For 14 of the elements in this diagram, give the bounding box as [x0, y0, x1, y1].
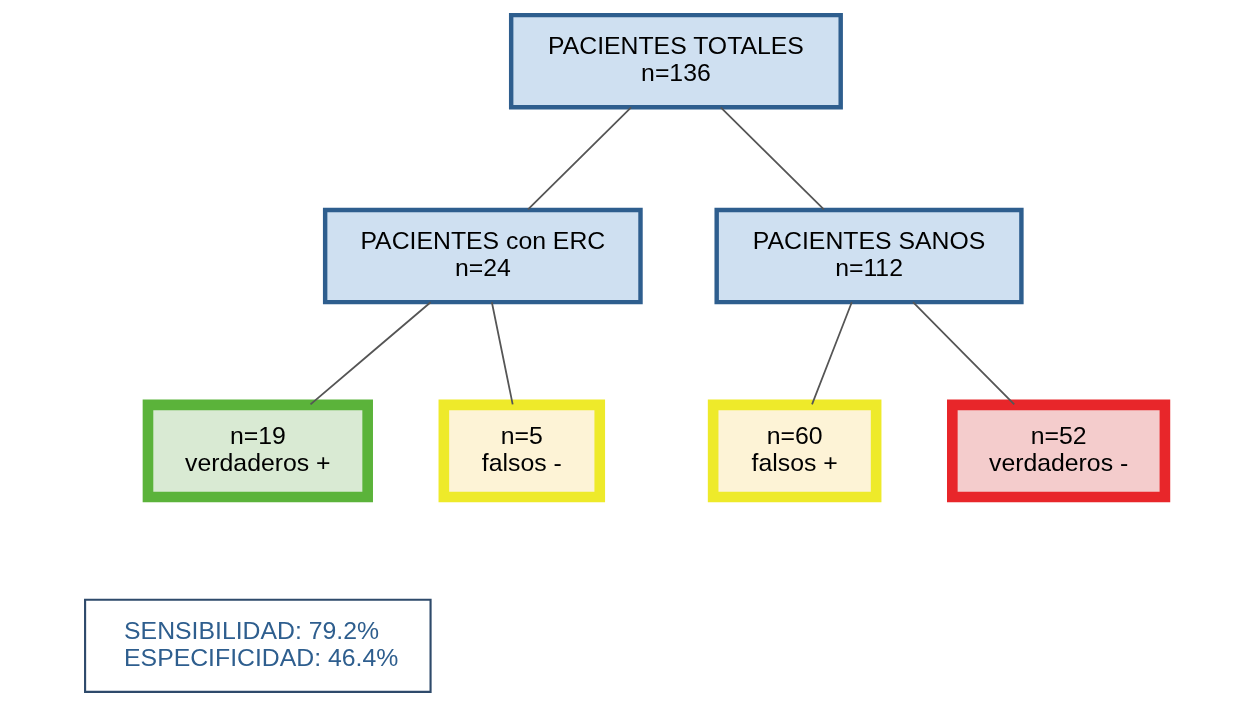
connector — [490, 301, 514, 406]
node-box: n=52 verdaderos - — [947, 399, 1171, 503]
connector — [719, 106, 825, 211]
connector — [811, 301, 853, 406]
node-box: SENSIBILIDAD: 79.2% ESPECIFICIDAD: 46.4% — [84, 598, 432, 693]
node-box: n=5 falsos - — [438, 399, 606, 503]
node-box: PACIENTES TOTALES n=136 — [508, 12, 843, 110]
node-box: PACIENTES SANOS n=112 — [714, 207, 1024, 305]
node-box: n=19 verdaderos + — [142, 399, 373, 503]
connector — [527, 106, 633, 211]
node-box: PACIENTES con ERC n=24 — [322, 207, 643, 305]
connector — [309, 301, 432, 406]
connector — [912, 301, 1016, 406]
node-box: n=60 falsos + — [707, 399, 882, 503]
